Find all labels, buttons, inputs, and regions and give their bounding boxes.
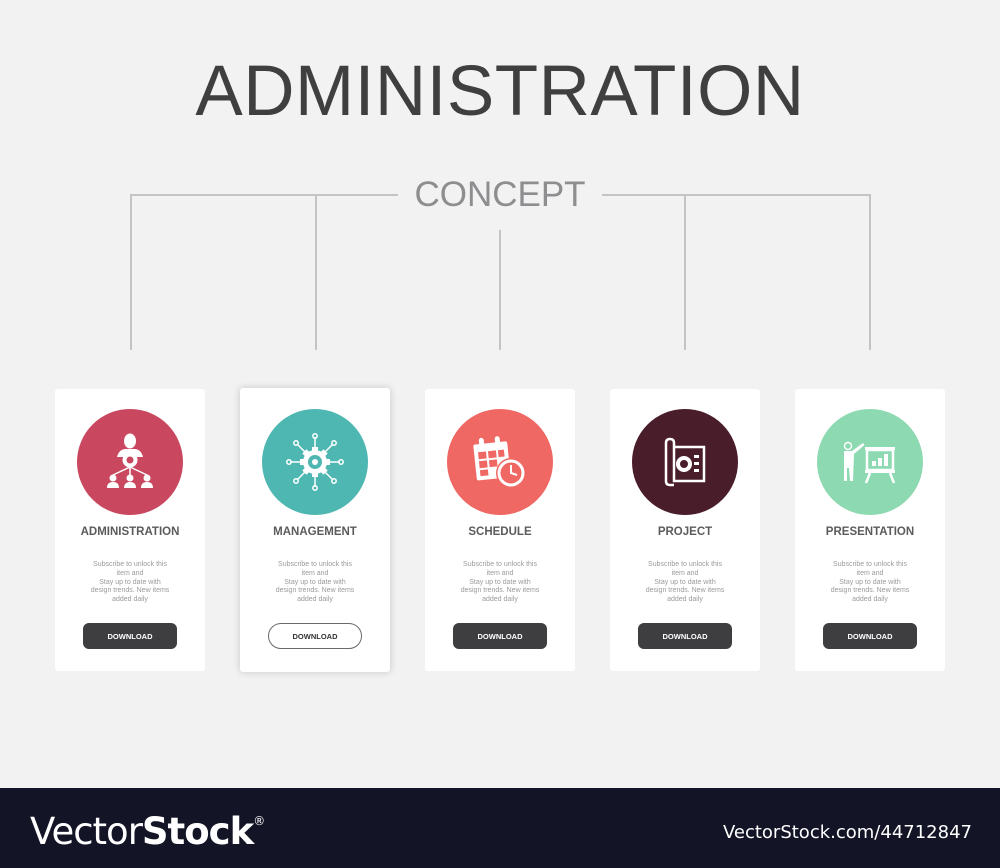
presenter-board-icon [843,441,896,484]
icon-circle [262,409,368,515]
connector-horizontal-left [130,194,398,196]
desc-line: added daily [297,596,333,604]
icon-circle [77,409,183,515]
card-presentation: PRESENTATION Subscribe to unlock this it… [795,389,945,671]
desc-line: Subscribe to unlock this [278,561,352,568]
desc-line: Subscribe to unlock this [648,561,722,568]
card-administration: ADMINISTRATION Subscribe to unlock this … [55,389,205,671]
desc-line: item and [486,569,514,577]
desc-line: Subscribe to unlock this [93,561,167,568]
card-management: MANAGEMENT Subscribe to unlock this item… [240,388,390,672]
connector-vertical-5 [869,194,871,350]
logo-text-bold: Stock [141,810,254,853]
card-title: MANAGEMENT [273,526,357,538]
connector-vertical-2 [315,196,317,350]
connector-vertical-1 [130,194,132,350]
desc-line: design trends. New items [645,587,725,595]
card-description: Subscribe to unlock this item and Stay u… [630,561,740,605]
desc-line: Stay up to date with [284,578,346,586]
desc-line: item and [671,569,699,577]
desc-line: item and [301,569,329,577]
vectorstock-logo: VectorStock® [30,810,265,853]
desc-line: item and [856,569,884,577]
download-button[interactable]: DOWNLOAD [268,623,362,649]
desc-line: design trends. New items [460,587,540,595]
card-description: Subscribe to unlock this item and Stay u… [815,561,925,605]
connector-vertical-4 [684,196,686,350]
desc-line: added daily [667,596,703,604]
desc-line: design trends. New items [275,587,355,595]
registered-mark: ® [253,814,265,828]
desc-line: design trends. New items [830,587,910,595]
card-title: PRESENTATION [825,526,915,538]
desc-line: Subscribe to unlock this [833,561,907,568]
desc-line: added daily [482,596,518,604]
card-description: Subscribe to unlock this item and Stay u… [260,561,370,605]
card-schedule: SCHEDULE Subscribe to unlock this item a… [425,389,575,671]
icon-circle [817,409,923,515]
logo-text-light: Vector [30,810,143,853]
desc-line: added daily [112,596,148,604]
image-reference: VectorStock.com/44712847 [722,822,972,843]
page-title: ADMINISTRATION [195,52,805,131]
download-button[interactable]: DOWNLOAD [453,623,547,649]
card-description: Subscribe to unlock this item and Stay u… [445,561,555,605]
footer-bar: VectorStock® VectorStock.com/44712847 [0,788,1000,868]
blueprint-icon [664,437,706,487]
download-button[interactable]: DOWNLOAD [638,623,732,649]
calendar-clock-icon [473,436,526,488]
desc-line: design trends. New items [90,587,170,595]
icon-circle [447,409,553,515]
gear-network-icon [286,433,344,491]
desc-line: Stay up to date with [99,578,161,586]
desc-line: Subscribe to unlock this [463,561,537,568]
download-button[interactable]: DOWNLOAD [823,623,917,649]
card-project: PROJECT Subscribe to unlock this item an… [610,389,760,671]
connector-horizontal-right [602,194,871,196]
concept-subtitle: CONCEPT [414,175,586,214]
desc-line: added daily [852,596,888,604]
desc-line: item and [116,569,144,577]
connector-vertical-3 [499,230,501,350]
card-title: ADMINISTRATION [80,526,180,538]
card-title: PROJECT [657,526,713,538]
admin-hierarchy-icon [107,433,153,488]
desc-line: Stay up to date with [469,578,531,586]
desc-line: Stay up to date with [839,578,901,586]
desc-line: Stay up to date with [654,578,716,586]
card-title: SCHEDULE [468,526,532,538]
download-button[interactable]: DOWNLOAD [83,623,177,649]
card-description: Subscribe to unlock this item and Stay u… [75,561,185,605]
icon-circle [632,409,738,515]
